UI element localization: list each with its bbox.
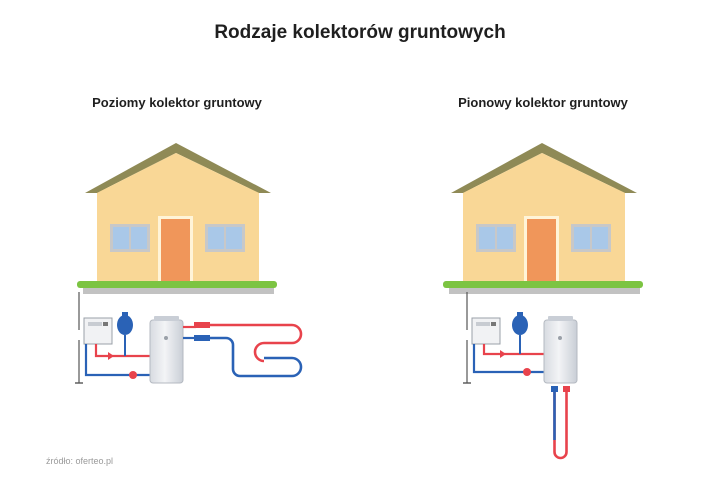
left-exchanger-cold <box>194 335 210 341</box>
right-control-display <box>476 322 490 326</box>
right-cold-circuit <box>472 344 544 374</box>
left-control-box <box>83 317 113 345</box>
left-vessel-cap <box>122 312 128 316</box>
left-control-display <box>88 322 102 326</box>
left-horizontal-loop-hot <box>210 323 303 363</box>
right-house <box>451 143 637 285</box>
right-window-left-pane-a <box>479 227 495 249</box>
right-soil <box>449 284 640 294</box>
right-flow-arrow <box>500 350 506 358</box>
left-window-left-pane-a <box>113 227 129 249</box>
right-window-right-pane-b <box>592 227 608 249</box>
right-house-roof-underside <box>463 153 625 193</box>
diagram-title: Rodzaje kolektorów gruntowych <box>214 22 506 43</box>
left-tank-gauge <box>164 336 168 340</box>
right-expansion-vessel <box>512 315 528 335</box>
right-probe-connector-hot <box>563 386 570 392</box>
right-window-left-pane-b <box>497 227 513 249</box>
right-vessel-cap <box>517 312 523 316</box>
left-heat-pump-system <box>75 292 303 384</box>
left-house-roof <box>85 143 271 193</box>
right-pump <box>523 368 531 376</box>
right-hot-circuit <box>482 344 544 356</box>
right-window-right-pane-a <box>574 227 590 249</box>
left-window-right-pane-b <box>226 227 242 249</box>
right-vertical-probe <box>553 392 568 460</box>
right-grass <box>443 281 643 288</box>
left-cold-circuit <box>84 344 150 377</box>
source-caption: źródło: oferteo.pl <box>46 456 114 466</box>
left-house <box>85 143 271 285</box>
left-hot-circuit <box>94 344 150 358</box>
left-control-led <box>103 322 108 326</box>
right-control-led <box>491 322 496 326</box>
left-window-left-pane-b <box>131 227 147 249</box>
right-control-box <box>471 317 501 345</box>
right-probe-connector-cold <box>551 386 558 392</box>
left-pump <box>129 371 137 379</box>
left-window-right-pane-a <box>208 227 224 249</box>
left-horizontal-loop-cold <box>210 336 303 378</box>
right-door <box>527 219 556 285</box>
vertical-collector-heading: Pionowy kolektor gruntowy <box>458 95 628 110</box>
left-boiler-tank <box>149 319 184 384</box>
right-heat-pump-system <box>463 292 578 460</box>
right-house-roof <box>451 143 637 193</box>
right-tank-top <box>548 316 573 321</box>
right-scene <box>443 143 643 460</box>
left-expansion-vessel <box>117 315 133 335</box>
left-exchanger-hot <box>194 322 210 328</box>
horizontal-collector-heading: Poziomy kolektor gruntowy <box>92 95 262 110</box>
left-tank-top <box>154 316 179 321</box>
left-flow-arrow <box>108 352 114 360</box>
left-door <box>161 219 190 285</box>
left-house-roof-underside <box>97 153 259 193</box>
left-soil <box>83 284 274 294</box>
right-boiler-tank <box>543 319 578 384</box>
right-tank-gauge <box>558 336 562 340</box>
left-grass <box>77 281 277 288</box>
left-scene <box>75 143 303 384</box>
